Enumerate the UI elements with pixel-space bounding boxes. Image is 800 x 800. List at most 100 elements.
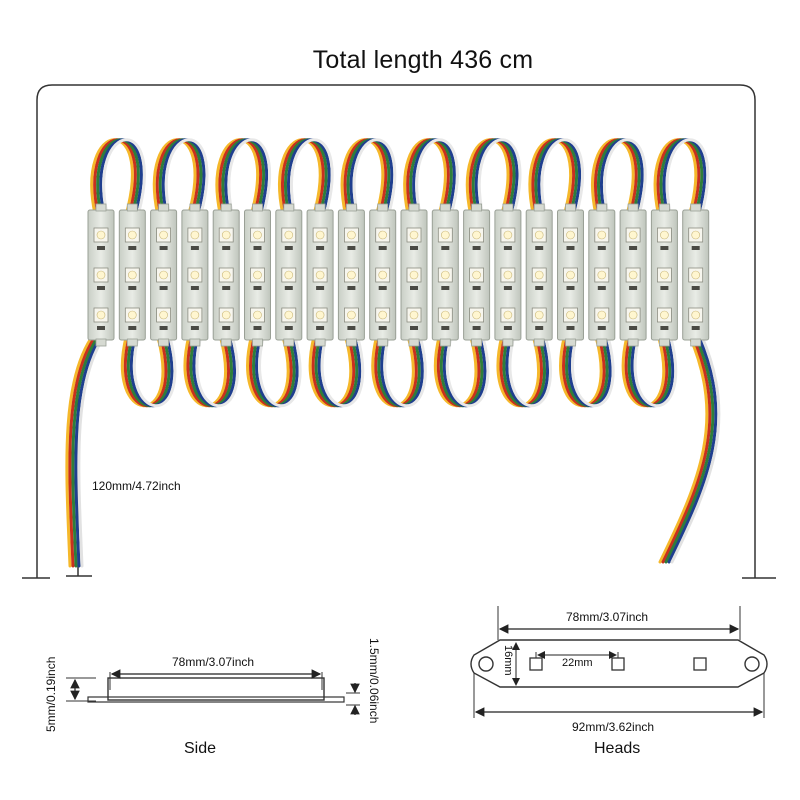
led-module xyxy=(557,203,584,347)
resistor xyxy=(253,246,262,250)
lead-wire-right xyxy=(667,334,718,564)
module-end-tab xyxy=(408,338,420,347)
resistor xyxy=(472,246,481,250)
resistor xyxy=(378,286,387,290)
wire-strand xyxy=(633,334,678,408)
lead-wire-right xyxy=(658,334,709,564)
module-end-tab xyxy=(659,338,670,347)
module-end-tab xyxy=(252,203,263,212)
resistor xyxy=(97,326,105,330)
led-lens xyxy=(472,230,481,240)
led-module xyxy=(337,203,365,347)
module-end-tab xyxy=(314,203,326,212)
page-title: Total length 436 cm xyxy=(312,46,534,74)
heads-view-drawing xyxy=(470,606,768,718)
module-end-tab xyxy=(471,203,483,212)
resistor xyxy=(472,286,481,290)
module-end-tab xyxy=(377,203,389,212)
resistor xyxy=(284,326,293,330)
led-lens xyxy=(440,310,450,320)
module-end-tab xyxy=(533,338,545,347)
wire-strand xyxy=(383,334,427,408)
led-lens xyxy=(597,270,607,280)
led-lens xyxy=(253,230,262,240)
module-end-tab xyxy=(471,338,483,347)
resistor xyxy=(128,286,137,290)
wire-strand xyxy=(132,334,177,408)
resistor xyxy=(97,286,105,290)
heads-led-pitch-label: 22mm xyxy=(562,657,593,669)
led-lens xyxy=(628,310,638,320)
lead-wire-left xyxy=(74,332,105,568)
led-lens xyxy=(472,270,481,280)
resistor xyxy=(316,286,325,290)
module-end-tab xyxy=(189,203,201,212)
resistor xyxy=(503,326,512,330)
wire-strand xyxy=(258,334,302,408)
module-end-tab xyxy=(283,203,295,212)
resistor xyxy=(597,326,606,330)
side-length-label: 78mm/3.07inch xyxy=(172,655,255,669)
resistor xyxy=(597,246,606,250)
led-lens xyxy=(315,270,325,280)
module-end-tab xyxy=(596,338,608,347)
resistor xyxy=(410,246,418,250)
module-end-tab xyxy=(158,338,170,347)
module-end-tab xyxy=(126,203,138,212)
resistor xyxy=(410,286,418,290)
module-end-tab xyxy=(220,338,232,347)
resistor xyxy=(222,326,231,330)
led-module xyxy=(682,203,710,347)
led-module xyxy=(494,203,522,347)
side-view-drawing xyxy=(66,669,360,715)
led-lens xyxy=(284,270,294,280)
heads-total-length-label: 92mm/3.62inch xyxy=(572,720,655,734)
led-lens xyxy=(159,230,168,240)
led-module xyxy=(181,203,209,347)
resistor xyxy=(410,326,418,330)
module-end-tab xyxy=(189,338,201,347)
lead-wire-right xyxy=(661,334,712,564)
resistor xyxy=(535,326,544,330)
resistor xyxy=(253,286,262,290)
led-lens xyxy=(128,310,137,320)
led-module xyxy=(588,203,616,347)
led-lens xyxy=(409,230,419,240)
resistor xyxy=(128,246,137,250)
led-module xyxy=(619,203,647,347)
wire-strand xyxy=(540,138,584,216)
side-height-label: 5mm/0.19inch xyxy=(44,656,58,732)
resistor xyxy=(159,286,168,290)
led-lens xyxy=(347,310,356,320)
module-end-tab xyxy=(158,203,170,212)
led-lens xyxy=(221,270,231,280)
led-lens xyxy=(378,310,388,320)
module-end-tab xyxy=(220,203,232,212)
resistor xyxy=(566,326,575,330)
heads-top-length-label: 78mm/3.07inch xyxy=(566,610,649,624)
led-module xyxy=(212,203,240,347)
led-lens xyxy=(660,310,669,320)
led-lens xyxy=(534,230,544,240)
wire-strand xyxy=(164,138,209,216)
led-lens xyxy=(128,270,137,280)
resistor xyxy=(316,326,325,330)
module-end-tab xyxy=(283,338,295,347)
module-end-tab xyxy=(690,338,702,347)
led-lens xyxy=(440,270,450,280)
resistor xyxy=(535,246,544,250)
module-end-tab xyxy=(345,338,357,347)
resistor xyxy=(503,286,512,290)
led-lens xyxy=(409,270,419,280)
module-end-tab xyxy=(565,203,576,212)
module-end-tab xyxy=(502,338,514,347)
led-lens xyxy=(628,270,638,280)
module-end-tab xyxy=(659,203,670,212)
module-end-tab xyxy=(95,338,107,347)
resistor xyxy=(222,246,231,250)
module-end-tab xyxy=(377,338,389,347)
resistor xyxy=(660,286,669,290)
resistor xyxy=(128,326,137,330)
led-module xyxy=(650,203,678,347)
